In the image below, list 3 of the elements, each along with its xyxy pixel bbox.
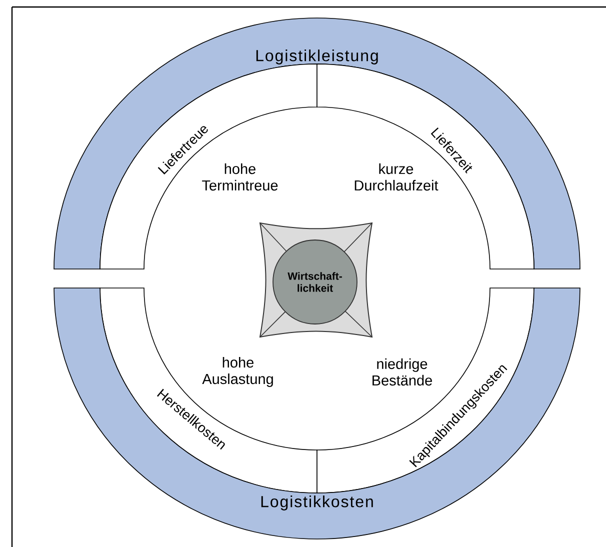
text-label: hohe Auslastung: [202, 356, 273, 387]
text-label: hohe Termintreue: [202, 163, 278, 191]
text-label: kurze Durchlaufzeit: [354, 163, 438, 191]
